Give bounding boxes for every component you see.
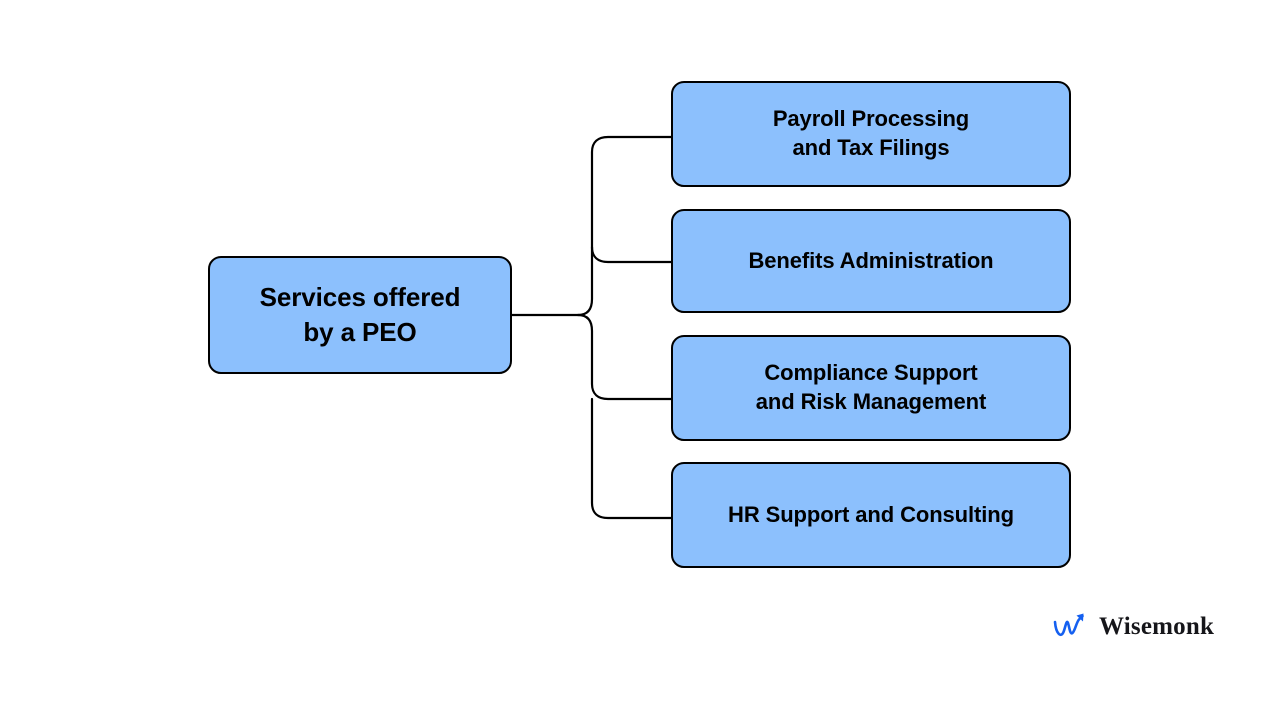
root-node[interactable]: Services offered by a PEO [208, 256, 512, 374]
node-compliance-support-and-risk-management[interactable]: Compliance Support and Risk Management [671, 335, 1071, 441]
node-hr-support-and-consulting[interactable]: HR Support and Consulting [671, 462, 1071, 568]
node-label: Compliance Support and Risk Management [755, 360, 987, 414]
node-label: Payroll Processing and Tax Filings [772, 106, 970, 160]
wisemonk-watermark: Wisemonk [1052, 610, 1214, 644]
connector-branch-2 [576, 313, 673, 401]
node-label: HR Support and Consulting [728, 501, 1014, 527]
node-payroll-processing-and-tax-filings[interactable]: Payroll Processing and Tax Filings [671, 81, 1071, 187]
root-node-label: Services offered by a PEO [259, 281, 461, 347]
node-benefits-administration[interactable]: Benefits Administration [671, 209, 1071, 313]
connector-branch-3 [590, 397, 673, 520]
node-label: Benefits Administration [748, 247, 994, 273]
connector-branch-0 [576, 135, 673, 317]
wisemonk-zigzag-arrow-icon [1053, 613, 1084, 636]
connector-branch-1 [590, 245, 673, 264]
wisemonk-wordmark: Wisemonk [1099, 613, 1215, 640]
